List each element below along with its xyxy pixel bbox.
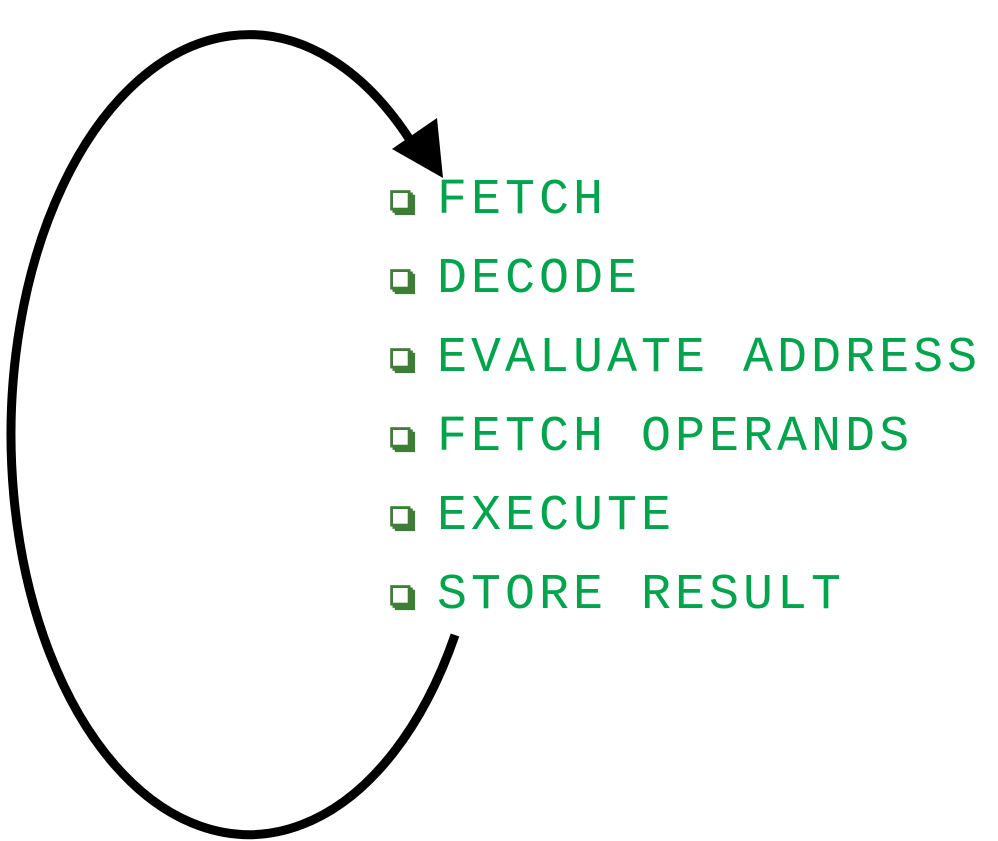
step-label: EVALUATE ADDRESS bbox=[437, 329, 982, 387]
step-label: FETCH bbox=[437, 171, 608, 229]
list-item: EXECUTE bbox=[390, 477, 981, 556]
step-label: FETCH OPERANDS bbox=[437, 408, 914, 466]
list-item: FETCH bbox=[390, 161, 981, 240]
shadowed-square-bullet-icon bbox=[390, 269, 416, 295]
cycle-arrow-arc bbox=[6, 30, 460, 840]
list-item: EVALUATE ADDRESS bbox=[390, 319, 981, 398]
list-item: FETCH OPERANDS bbox=[390, 398, 981, 477]
step-label: STORE RESULT bbox=[437, 566, 846, 624]
shadowed-square-bullet-icon bbox=[390, 585, 416, 611]
step-label: DECODE bbox=[437, 250, 642, 308]
shadowed-square-bullet-icon bbox=[390, 506, 416, 532]
cycle-arrow-head bbox=[392, 118, 443, 178]
list-item: DECODE bbox=[390, 240, 981, 319]
step-label: EXECUTE bbox=[437, 487, 676, 545]
shadowed-square-bullet-icon bbox=[390, 348, 416, 374]
shadowed-square-bullet-icon bbox=[390, 427, 416, 453]
list-item: STORE RESULT bbox=[390, 556, 981, 635]
shadowed-square-bullet-icon bbox=[390, 190, 416, 216]
instruction-steps-list: FETCH DECODE EVALUATE ADDRESS bbox=[390, 161, 981, 635]
